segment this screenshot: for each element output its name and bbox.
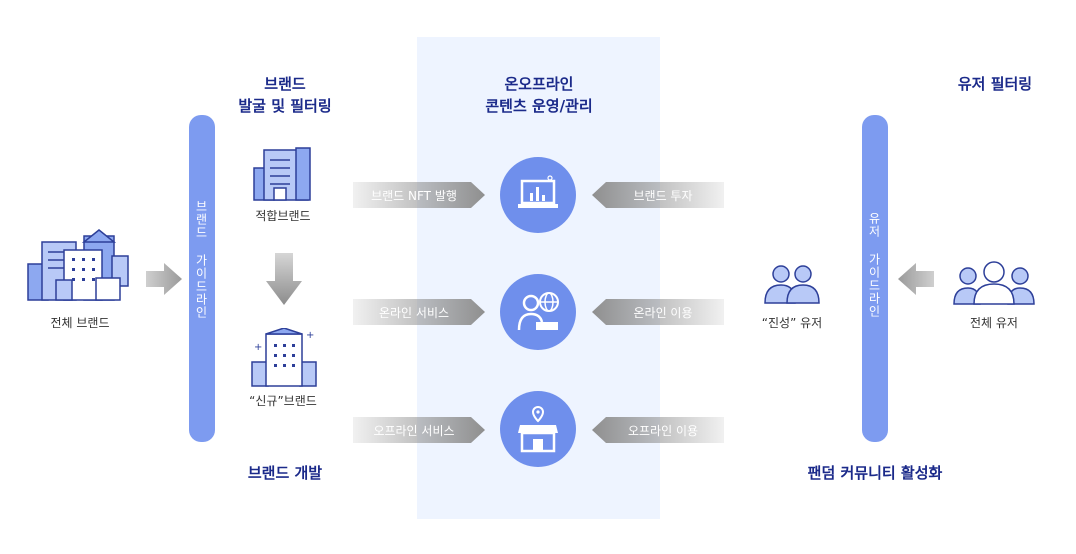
brand-guideline-text: 브랜드 가이드라인 bbox=[194, 200, 208, 319]
fandom-activation-heading: 팬덤 커뮤니티 활성화 bbox=[807, 464, 943, 482]
heading-line: 발굴 및 필터링 bbox=[238, 97, 332, 115]
brand-nft-arrow: 브랜드 NFT 발행 bbox=[353, 182, 485, 208]
online-usage-arrow: 온라인 이용 bbox=[592, 299, 724, 325]
laptop-chart-icon bbox=[518, 175, 558, 208]
arrow-left-icon bbox=[898, 263, 934, 299]
all-users-label: 전체 유저 bbox=[970, 316, 1018, 330]
suitable-brands-label: 적합브랜드 bbox=[255, 209, 311, 223]
all-brands-label: 전체 브랜드 bbox=[50, 316, 110, 330]
online-service-arrow: 온라인 서비스 bbox=[353, 299, 485, 325]
heading-line: 콘텐츠 운영/관리 bbox=[485, 97, 593, 115]
city-buildings-icon bbox=[26, 228, 132, 310]
office-building-icon bbox=[252, 146, 314, 206]
brand-investment-arrow: 브랜드 투자 bbox=[592, 182, 724, 208]
arrow-label: 오프라인 이용 bbox=[627, 423, 699, 438]
genuine-users-label: “진성” 유저 bbox=[761, 316, 823, 330]
arrow-label: 브랜드 투자 bbox=[633, 188, 693, 203]
nft-circle bbox=[500, 157, 576, 233]
new-brands-label: “신규”브랜드 bbox=[249, 394, 317, 408]
two-users-icon bbox=[763, 263, 821, 309]
arrow-label: 온라인 서비스 bbox=[378, 305, 450, 320]
brand-discovery-heading: 브랜드 발굴 및 필터링 bbox=[220, 73, 350, 117]
online-circle bbox=[500, 274, 576, 350]
svg-text:+: + bbox=[254, 342, 262, 353]
offline-usage-arrow: 오프라인 이용 bbox=[592, 417, 724, 443]
user-guideline-pill bbox=[862, 115, 888, 442]
user-group-icon bbox=[952, 260, 1036, 310]
arrow-label: 브랜드 NFT 발행 bbox=[371, 188, 457, 203]
arrow-label: 오프라인 서비스 bbox=[373, 423, 455, 438]
heading-line: 브랜드 bbox=[264, 75, 306, 93]
offline-service-arrow: 오프라인 서비스 bbox=[353, 417, 485, 443]
arrow-down-icon bbox=[266, 253, 302, 309]
content-heading: 온오프라인 콘텐츠 운영/관리 bbox=[464, 73, 614, 117]
svg-text:+: + bbox=[306, 330, 314, 341]
user-globe-icon bbox=[517, 292, 559, 331]
offline-circle bbox=[500, 391, 576, 467]
brand-guideline-pill bbox=[189, 115, 215, 442]
user-filtering-heading: 유저 필터링 bbox=[957, 75, 1033, 93]
heading-line: 온오프라인 bbox=[504, 75, 574, 93]
brand-development-heading: 브랜드 개발 bbox=[247, 464, 323, 482]
arrow-right-icon bbox=[146, 263, 182, 299]
arrow-label: 온라인 이용 bbox=[633, 305, 693, 320]
user-guideline-text: 유저 가이드라인 bbox=[867, 212, 881, 318]
new-building-icon: + + bbox=[250, 327, 318, 392]
store-icon bbox=[518, 405, 558, 453]
